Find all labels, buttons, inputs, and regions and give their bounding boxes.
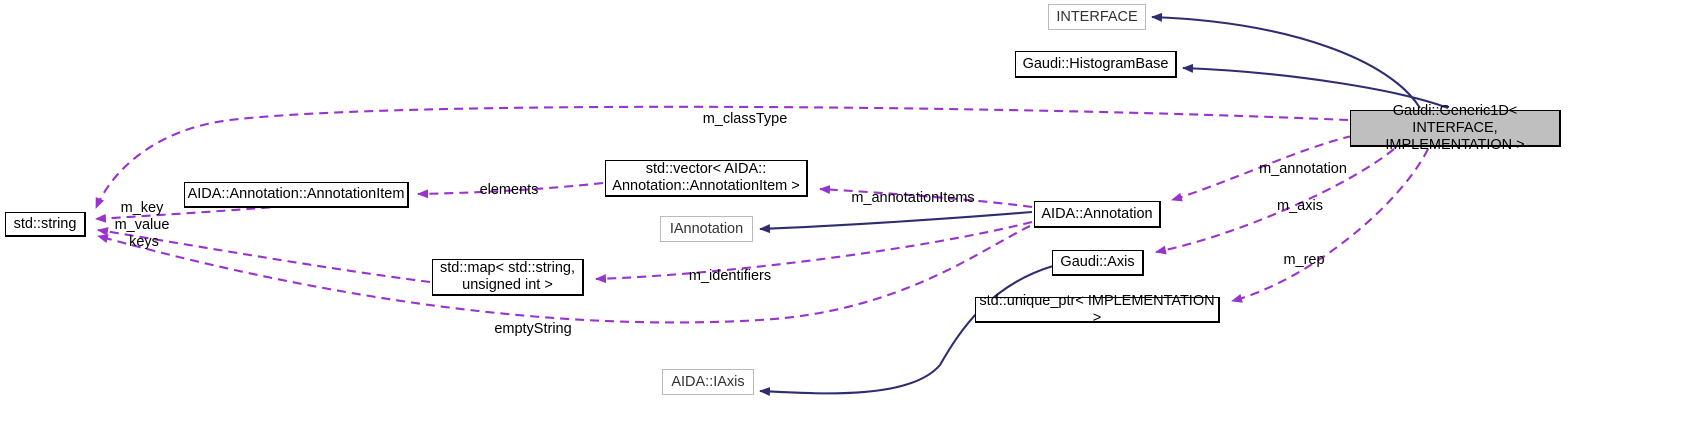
edge-label-elements-text: elements bbox=[479, 182, 539, 198]
node-aida-annotation-annotationitem-label: AIDA::Annotation::AnnotationItem bbox=[187, 186, 405, 202]
inheritance-edges bbox=[759, 12, 1449, 396]
node-std-map-string-uint-label: std::map< std::string, unsigned int > bbox=[440, 260, 575, 293]
edge-label-emptystring-text: emptyString bbox=[494, 321, 572, 337]
edge-elements bbox=[417, 181, 604, 199]
edge-label-emptystring: emptyString bbox=[468, 304, 598, 338]
edge-label-keys-text: keys bbox=[129, 234, 159, 250]
node-aida-annotation-annotationitem[interactable]: AIDA::Annotation::AnnotationItem bbox=[184, 182, 409, 208]
node-gaudi-axis[interactable]: Gaudi::Axis bbox=[1052, 250, 1144, 276]
node-gaudi-axis-label: Gaudi::Axis bbox=[1060, 254, 1135, 270]
edge-label-m-key-m-value-text: m_key m_value bbox=[114, 200, 170, 233]
node-std-vector-annotationitem[interactable]: std::vector< AIDA:: Annotation::Annotati… bbox=[605, 160, 808, 197]
edge-label-m-annotationitems: m_annotationItems bbox=[828, 173, 998, 207]
node-std-unique-ptr-implementation[interactable]: std::unique_ptr< IMPLEMENTATION > bbox=[975, 293, 1220, 326]
edge-m_rep bbox=[1231, 148, 1429, 303]
edge-label-m-axis: m_axis bbox=[1260, 181, 1340, 215]
edge-label-m-identifiers-text: m_identifiers bbox=[688, 268, 772, 284]
edge-m_annotation bbox=[1171, 134, 1353, 202]
edge-generic1d-to-histogrambase bbox=[1182, 63, 1449, 109]
node-interface[interactable]: INTERFACE bbox=[1048, 4, 1146, 30]
edge-label-m-axis-text: m_axis bbox=[1277, 198, 1323, 214]
edge-label-keys: keys bbox=[114, 217, 174, 251]
node-std-unique-ptr-implementation-label: std::unique_ptr< IMPLEMENTATION > bbox=[979, 292, 1215, 326]
usage-edges bbox=[95, 105, 1429, 324]
edge-label-m-rep: m_rep bbox=[1264, 235, 1344, 269]
edge-annotation-to-iannotation bbox=[759, 210, 1033, 234]
edge-emptyString bbox=[97, 225, 1031, 324]
node-aida-annotation-label: AIDA::Annotation bbox=[1041, 205, 1153, 222]
node-interface-label: INTERFACE bbox=[1056, 8, 1138, 25]
edge-m_classType bbox=[95, 105, 1349, 209]
edge-label-m-key-m-value: m_key m_value bbox=[102, 183, 182, 234]
edge-label-m-rep-text: m_rep bbox=[1283, 252, 1325, 268]
edge-label-m-classtype-text: m_classType bbox=[702, 111, 788, 127]
node-gaudi-generic1d-label: Gaudi::Generic1D< INTERFACE, IMPLEMENTAT… bbox=[1385, 102, 1525, 153]
edge-label-m-annotation-text: m_annotation bbox=[1259, 161, 1347, 177]
node-iannotation-label: IAnnotation bbox=[669, 220, 744, 237]
edge-m_identifiers bbox=[595, 220, 1033, 284]
node-std-string-label: std::string bbox=[13, 215, 77, 232]
node-aida-iaxis[interactable]: AIDA::IAxis bbox=[662, 369, 754, 395]
node-std-map-string-uint[interactable]: std::map< std::string, unsigned int > bbox=[432, 259, 584, 296]
edge-axis-to-iaxis bbox=[759, 264, 1054, 396]
edge-label-m-classtype: m_classType bbox=[670, 94, 820, 128]
node-std-string[interactable]: std::string bbox=[5, 212, 86, 237]
edge-m_axis bbox=[1155, 148, 1395, 255]
edge-label-elements: elements bbox=[439, 165, 579, 199]
node-gaudi-generic1d[interactable]: Gaudi::Generic1D< INTERFACE, IMPLEMENTAT… bbox=[1350, 103, 1561, 153]
node-std-vector-annotationitem-label: std::vector< AIDA:: Annotation::Annotati… bbox=[612, 161, 800, 194]
edge-keys bbox=[97, 227, 431, 284]
edge-label-m-annotationitems-text: m_annotationItems bbox=[851, 190, 975, 206]
edge-m_annotationItems bbox=[819, 185, 1033, 209]
node-aida-iaxis-label: AIDA::IAxis bbox=[671, 373, 745, 390]
edge-label-m-identifiers: m_identifiers bbox=[665, 251, 795, 285]
edge-label-m-annotation: m_annotation bbox=[1238, 144, 1368, 178]
node-gaudi-histogrambase-label: Gaudi::HistogramBase bbox=[1022, 55, 1169, 72]
node-gaudi-histogrambase[interactable]: Gaudi::HistogramBase bbox=[1015, 51, 1177, 78]
node-aida-annotation[interactable]: AIDA::Annotation bbox=[1034, 201, 1161, 228]
edge-generic1d-to-interface bbox=[1151, 12, 1421, 109]
node-iannotation[interactable]: IAnnotation bbox=[660, 216, 753, 242]
